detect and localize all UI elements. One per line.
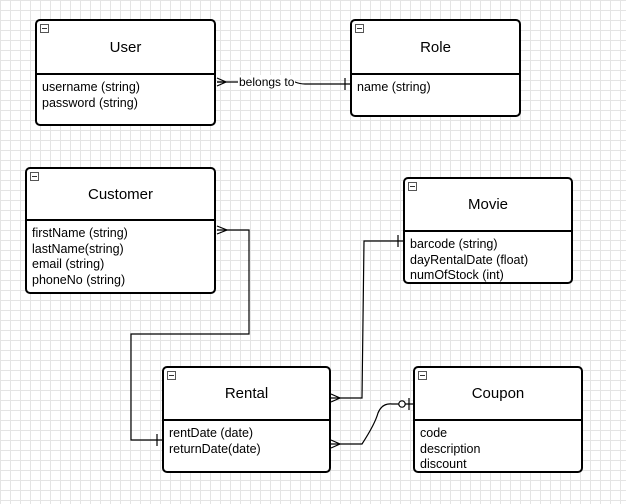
attribute-list: username (string) password (string) <box>37 75 214 111</box>
crowsfoot-rental-end <box>330 393 342 403</box>
attribute: dayRentalDate (float) <box>410 252 529 267</box>
connector-rental-movie <box>331 240 404 399</box>
entity-title: Rental <box>164 368 329 421</box>
attribute: name (string) <box>357 80 431 94</box>
entity-coupon[interactable]: Coupon code description discount <box>413 366 583 473</box>
collapse-icon[interactable] <box>30 172 39 181</box>
attribute: barcode (string) <box>410 237 498 251</box>
attribute: username (string) <box>42 80 140 94</box>
attribute-list: firstName (string) lastName(string) emai… <box>27 221 214 288</box>
attribute-list: barcode (string) dayRentalDate (float) n… <box>405 232 571 284</box>
attribute-list: name (string) <box>352 75 519 96</box>
attribute: email (string) <box>32 257 105 271</box>
relationship-label-belongs-to: belongs to <box>238 75 296 89</box>
connector-customer-rental <box>130 229 250 441</box>
attribute: description <box>420 441 481 456</box>
connector-rental-coupon <box>331 403 414 445</box>
entity-role[interactable]: Role name (string) <box>350 19 521 117</box>
attribute-list: rentDate (date) returnDate(date) <box>164 421 329 457</box>
entity-title: Role <box>352 21 519 75</box>
attribute: returnDate(date) <box>169 441 261 456</box>
collapse-icon[interactable] <box>167 371 176 380</box>
crowsfoot-user-end <box>216 77 228 87</box>
zero-marker-coupon-end <box>398 400 406 408</box>
attribute: numOfStock (int) <box>410 268 504 282</box>
entity-title: Movie <box>405 179 571 232</box>
attribute: rentDate (date) <box>169 426 254 440</box>
collapse-icon[interactable] <box>40 24 49 33</box>
attribute: discount <box>420 457 467 471</box>
entity-user[interactable]: User username (string) password (string) <box>35 19 216 126</box>
attribute: password (string) <box>42 95 138 110</box>
entity-title: Coupon <box>415 368 581 421</box>
entity-title: Customer <box>27 169 214 221</box>
crowsfoot-rental-coupon-end <box>330 439 342 449</box>
entity-movie[interactable]: Movie barcode (string) dayRentalDate (fl… <box>403 177 573 284</box>
entity-rental[interactable]: Rental rentDate (date) returnDate(date) <box>162 366 331 473</box>
collapse-icon[interactable] <box>408 182 417 191</box>
attribute: firstName (string) <box>32 226 128 240</box>
attribute: lastName(string) <box>32 241 124 256</box>
attribute: code <box>420 426 448 440</box>
entity-customer[interactable]: Customer firstName (string) lastName(str… <box>25 167 216 294</box>
collapse-icon[interactable] <box>418 371 427 380</box>
attribute-list: code description discount <box>415 421 581 473</box>
collapse-icon[interactable] <box>355 24 364 33</box>
entity-title: User <box>37 21 214 75</box>
crowsfoot-customer-end <box>216 225 229 235</box>
attribute: phoneNo (string) <box>32 272 126 287</box>
